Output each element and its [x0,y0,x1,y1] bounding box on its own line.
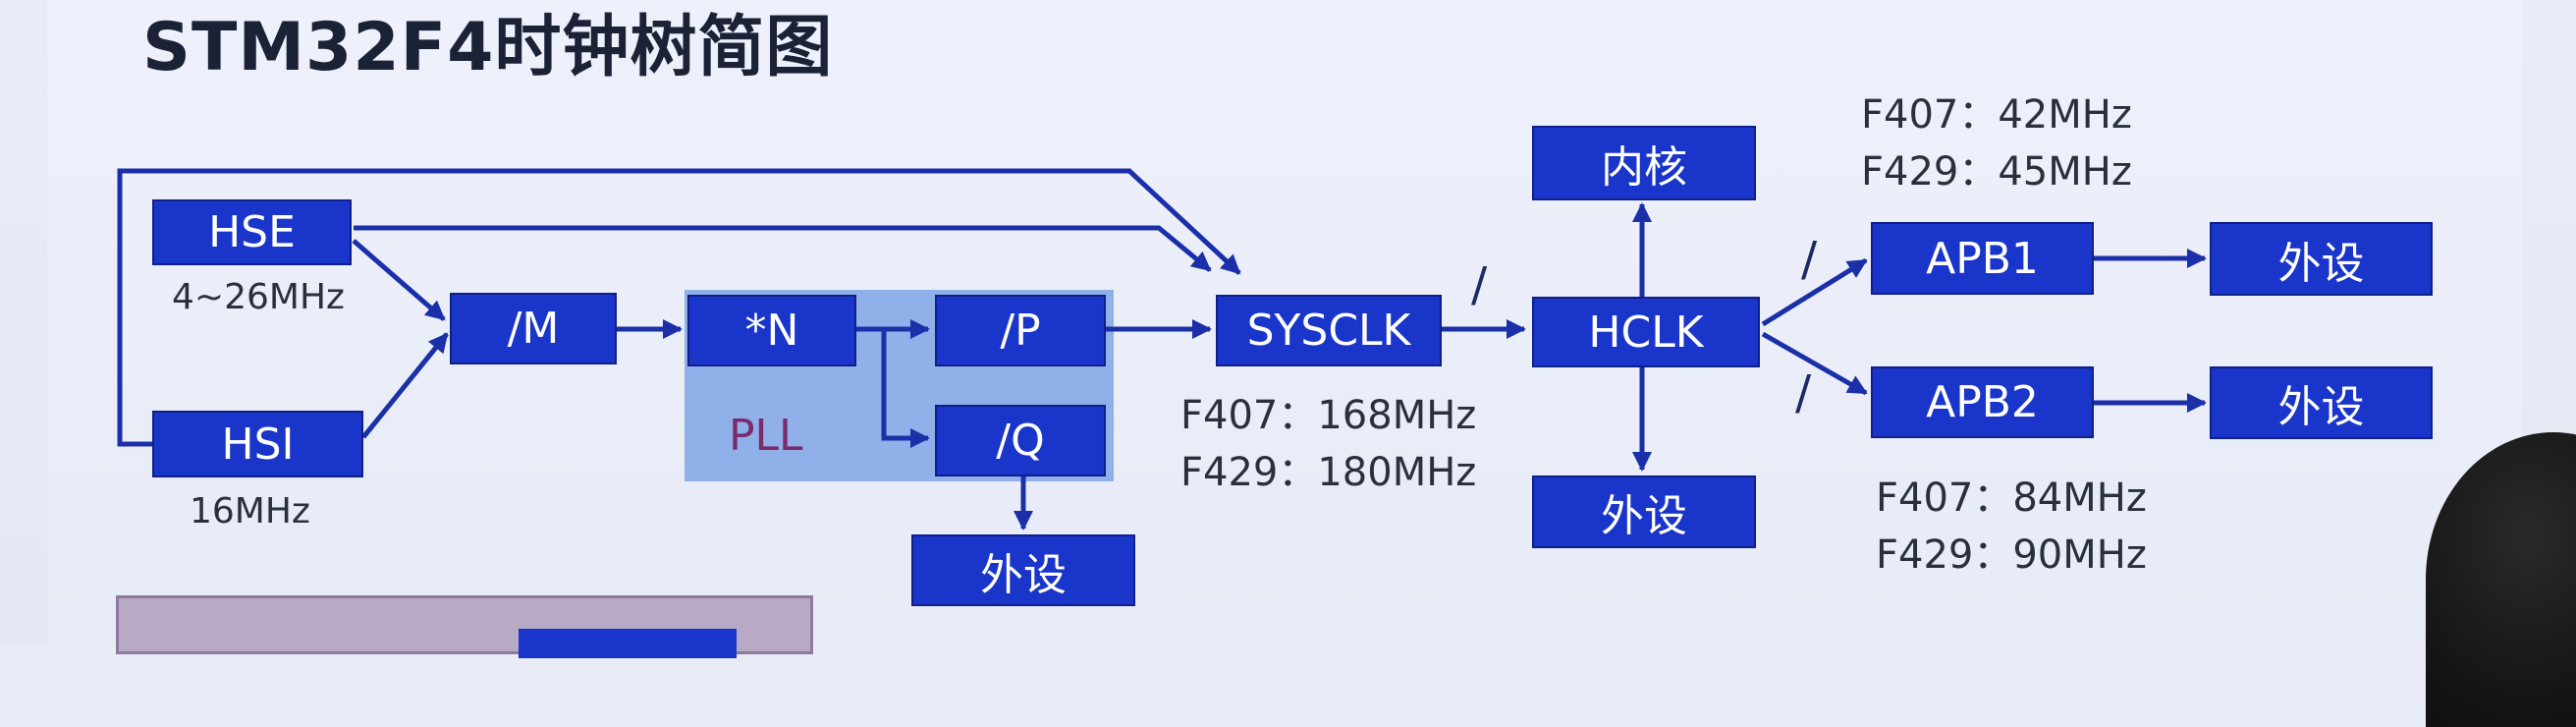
sysclk-hclk-slash: / [1471,257,1488,312]
apb1-box: APB1 [1871,222,2094,295]
pll-label: PLL [729,411,803,461]
apb2-prescaler-slash: / [1795,365,1812,420]
wire-n-q [881,329,930,448]
wire-hse-m [352,239,446,321]
q-divider-box: /Q [935,405,1106,476]
core-box: 内核 [1532,126,1756,200]
hse-freq-label: 4~26MHz [172,277,345,317]
apb1-peripheral-box: 外设 [2210,222,2433,296]
diagram-title: STM32F4时钟树简图 [142,9,834,86]
hsi-freq-label: 16MHz [190,491,310,531]
apb2-peripheral-box: 外设 [2210,366,2433,439]
wire-hsi-sysclk [117,168,1241,447]
hclk-box: HCLK [1532,297,1760,367]
apb2-f429-label: F429：90MHz [1876,532,2147,578]
sysclk-f429-label: F429：180MHz [1180,450,1477,495]
apb2-f407-label: F407：84MHz [1876,475,2147,521]
sysclk-f407-label: F407：168MHz [1180,393,1477,438]
bottom-box [519,629,737,658]
m-divider-box: /M [450,293,617,364]
wire-hse-sysclk [354,225,1212,272]
connection-wires [117,168,2207,531]
hsi-box: HSI [152,411,363,477]
apb1-prescaler-slash: / [1801,232,1818,287]
p-divider-box: /P [935,295,1106,366]
sysclk-box: SYSCLK [1216,295,1442,366]
wire-hclk-apb2 [1761,331,1868,396]
pll-peripheral-box: 外设 [911,534,1135,606]
apb2-box: APB2 [1871,366,2094,438]
hse-box: HSE [152,199,352,265]
apb1-f407-label: F407：42MHz [1861,92,2132,138]
wire-hclk-apb1 [1761,257,1868,327]
n-multiplier-box: *N [687,295,856,366]
hclk-peripheral-box: 外设 [1532,475,1756,548]
apb1-f429-label: F429：45MHz [1861,149,2132,195]
wire-hsi-m [361,332,449,439]
